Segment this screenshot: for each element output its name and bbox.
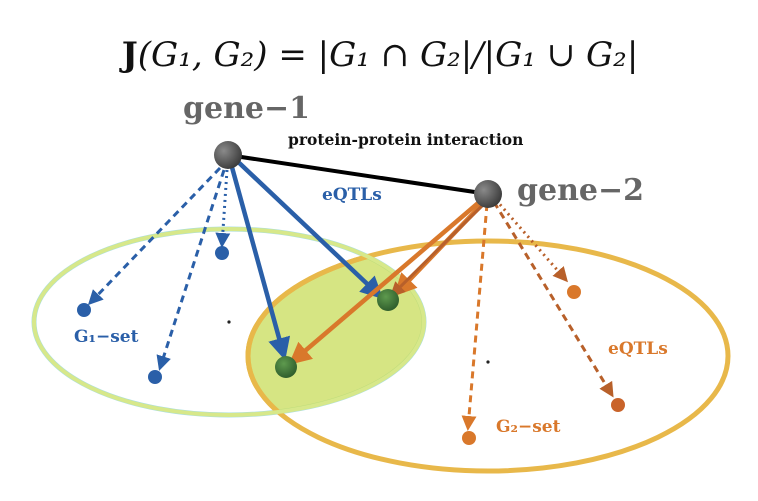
shared-snp-node	[275, 356, 297, 378]
gene-2-label: gene−2	[517, 173, 644, 208]
snp-node-blue	[148, 370, 162, 384]
eqtls-orange-label: eQTLs	[608, 339, 668, 359]
snp-node-orange	[611, 398, 625, 412]
eqtl-dashed-arrow-orange	[492, 201, 614, 398]
gene-1-label: gene−1	[183, 91, 310, 126]
eqtl-dotted-arrow	[215, 169, 231, 248]
gene-2-node	[474, 180, 502, 208]
g1-set-label: G₁−set	[74, 327, 139, 347]
g2-set-label: G₂−set	[496, 417, 561, 437]
g2-set-ellipse-outline	[245, 238, 424, 415]
eqtl-dashed-arrow	[156, 169, 226, 371]
formula-j: J	[119, 35, 138, 75]
eqtl-solid-arrow-orange	[288, 196, 486, 365]
snp-node-orange	[462, 431, 476, 445]
jaccard-formula: J(G₁, G₂) = |G₁ ∩ G₂|/|G₁ ∪ G₂|	[119, 35, 639, 75]
eqtl-solid-arrow	[227, 159, 291, 361]
center-dot	[486, 360, 490, 364]
snp-node-blue	[215, 246, 229, 260]
eqtl-solid-arrow	[232, 156, 384, 300]
eqtls-blue-label: eQTLs	[322, 185, 382, 205]
ppi-label: protein-protein interaction	[288, 130, 523, 149]
eqtl-dashed-arrow-orange	[461, 203, 489, 431]
ppi-edge	[227, 153, 489, 196]
g1-set-ellipse-outline	[32, 227, 426, 417]
formula-args: (G₁, G₂) = |G₁ ∩ G₂|/|G₁ ∪ G₂|	[138, 35, 638, 75]
shared-snp-node	[377, 289, 399, 311]
center-dot	[227, 320, 231, 324]
eqtl-dashed-arrow	[87, 166, 222, 306]
gene-1-node	[214, 141, 242, 169]
snp-node-orange	[567, 285, 581, 299]
eqtl-solid-arrow-orange-dark	[389, 199, 489, 298]
snp-node-blue	[77, 303, 91, 317]
